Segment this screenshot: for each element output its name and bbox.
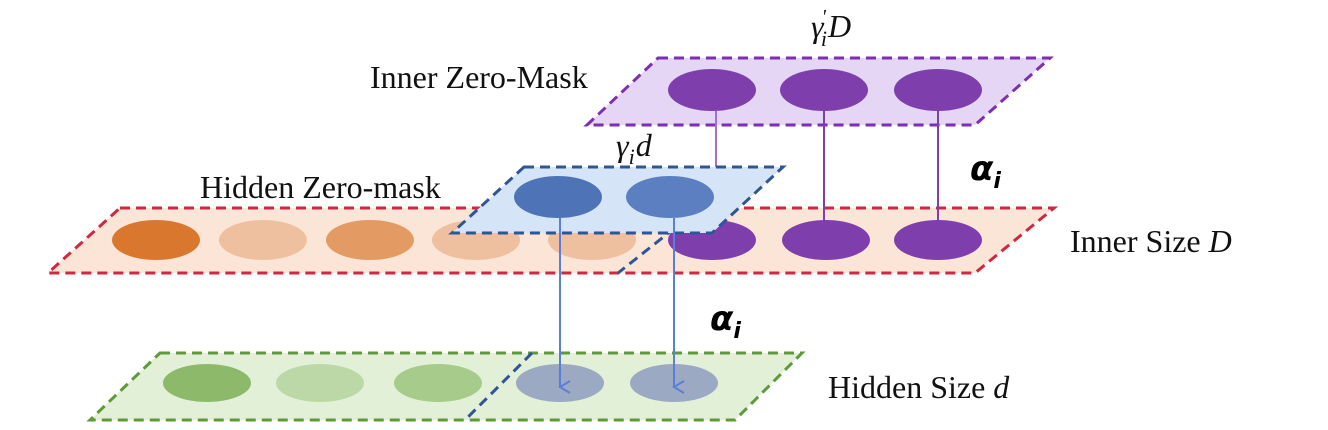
hidden-mask-connectors (558, 218, 685, 394)
inner-size-label: Inner Size D (1070, 223, 1232, 259)
gamma-d-label: γid (616, 127, 653, 169)
inner-node-masked (782, 220, 870, 260)
gamma-prime-d-label: γ'iD (811, 6, 851, 51)
hidden-size-plane (86, 351, 806, 422)
inner-node (112, 220, 200, 260)
hidden-zero-mask-label: Hidden Zero-mask (200, 169, 441, 205)
inner-mask-node (780, 69, 868, 111)
gamma-tail: d (636, 127, 653, 163)
hidden-node (276, 364, 364, 402)
inner-node (326, 220, 414, 260)
inner-mask-node (668, 69, 756, 111)
inner-zero-mask-label: Inner Zero-Mask (370, 59, 588, 95)
alpha-bottom-label: αi (710, 299, 741, 344)
hidden-zero-mask-plane (448, 165, 787, 235)
alpha-top-label: αi (970, 149, 1001, 194)
hidden-size-text: Hidden Size (828, 369, 993, 405)
hidden-node (394, 364, 482, 402)
inner-mask-node (894, 69, 982, 111)
inner-node (219, 220, 307, 260)
alpha-bottom-base: α (710, 299, 734, 339)
alpha-bottom-sub: i (733, 319, 741, 344)
gamma-prime-tail: D (827, 8, 851, 44)
inner-size-var: D (1208, 223, 1232, 259)
gamma-prime-sup: ' (822, 6, 827, 28)
gamma-sub: i (629, 144, 635, 169)
inner-zero-mask-plane (583, 56, 1054, 127)
gamma-base: γ (616, 127, 630, 163)
gamma-prime-base: γ (811, 8, 825, 44)
hidden-size-var: d (993, 369, 1010, 405)
hidden-node (163, 364, 251, 402)
hidden-size-label: Hidden Size d (828, 369, 1010, 405)
gamma-prime-sub: i (821, 26, 827, 51)
alpha-top-sub: i (993, 169, 1001, 194)
inner-size-text: Inner Size (1070, 223, 1209, 259)
inner-size-plane (44, 206, 1059, 275)
hidden-mask-node (514, 176, 602, 218)
hidden-mask-node (626, 176, 714, 218)
alpha-top-base: α (970, 149, 994, 189)
inner-mask-connectors (715, 111, 949, 251)
